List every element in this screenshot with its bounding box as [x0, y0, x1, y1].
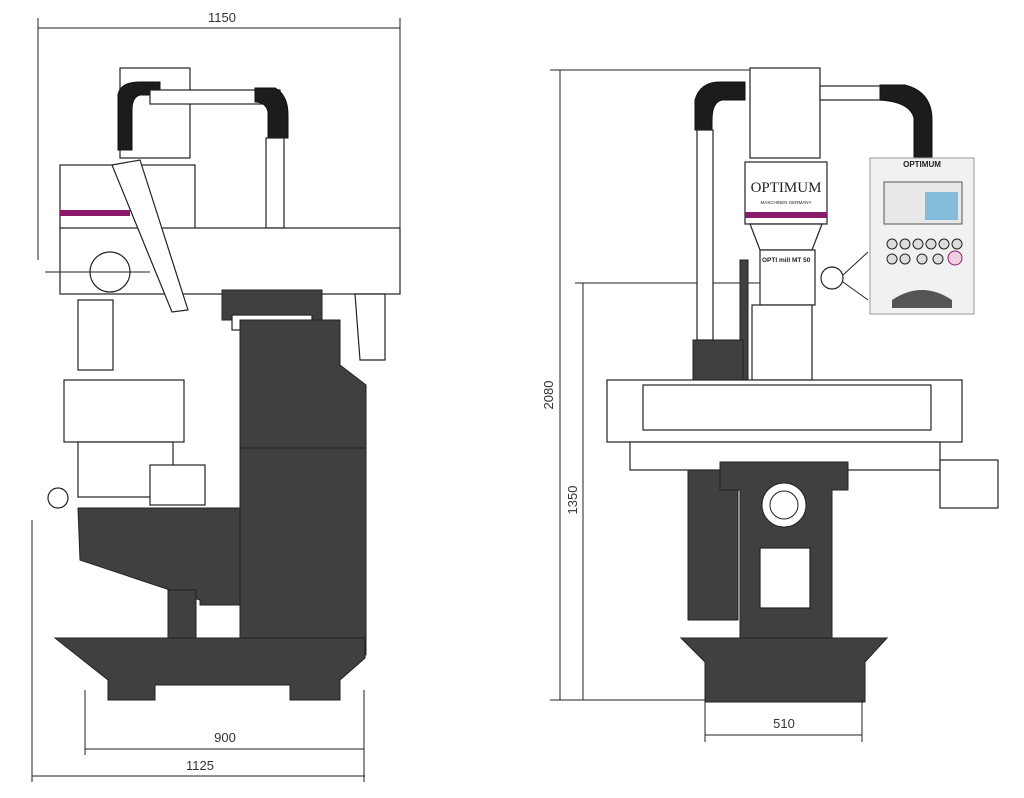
column-side: [687, 469, 739, 621]
dimension-label-510: 510: [773, 716, 795, 731]
control-arm: [111, 159, 189, 313]
coolant-hose-right: [879, 84, 933, 161]
head-logo: OPTIMUM: [751, 180, 822, 196]
control-panel[interactable]: OPTIMUM: [869, 157, 975, 315]
worktable: [63, 379, 185, 443]
base: [679, 637, 889, 703]
support-post: [265, 137, 285, 229]
model-logo: OPTI mill MT 50: [762, 257, 811, 264]
dimension-label-1150: 1150: [208, 10, 236, 25]
coolant-hose-left: [694, 81, 746, 131]
hose-bend: [254, 87, 289, 139]
dimension-510: 510: [704, 700, 863, 742]
dro-keypad[interactable]: [925, 192, 958, 220]
panel-logo: OPTIMUM: [903, 160, 941, 169]
quill: [751, 304, 813, 381]
dimension-label-900: 900: [214, 730, 236, 745]
support-post-left: [696, 129, 714, 341]
spindle-quill: [77, 299, 114, 371]
panel-handle[interactable]: [892, 290, 952, 308]
base: [53, 637, 366, 701]
dimension-label-1125: 1125: [186, 758, 214, 773]
emergency-stop-button: [947, 250, 963, 266]
dimension-label-1350: 1350: [565, 486, 580, 515]
head-logo-sub: MASCHINEN GERMANY: [760, 200, 811, 205]
fine-feed-wheel: [820, 266, 844, 290]
column: [239, 319, 367, 656]
side-view: 1150 900 1125: [31, 10, 401, 782]
dimension-label-2080: 2080: [541, 381, 556, 410]
dimension-1125: 1125: [31, 520, 365, 782]
table-handwheel: [47, 487, 69, 509]
ram-bracket: [354, 293, 386, 361]
head-accent-stripe: [60, 210, 130, 216]
feed-motor: [939, 459, 999, 509]
feed-motor: [149, 464, 206, 506]
knee: [77, 507, 241, 606]
spindle-motor: [749, 67, 821, 159]
front-view: 2080 1350 OPTIMUM MASCHINEN GERMANY OPTI…: [541, 67, 999, 742]
dimension-2080: 2080: [541, 69, 750, 701]
dimension-1350: 1350: [565, 282, 760, 700]
spindle-housing: [759, 249, 816, 306]
dimension-1150: 1150: [37, 10, 401, 260]
panel-buttons[interactable]: [886, 238, 963, 266]
head-accent-stripe: [745, 212, 827, 218]
dimension-900: 900: [84, 690, 365, 782]
